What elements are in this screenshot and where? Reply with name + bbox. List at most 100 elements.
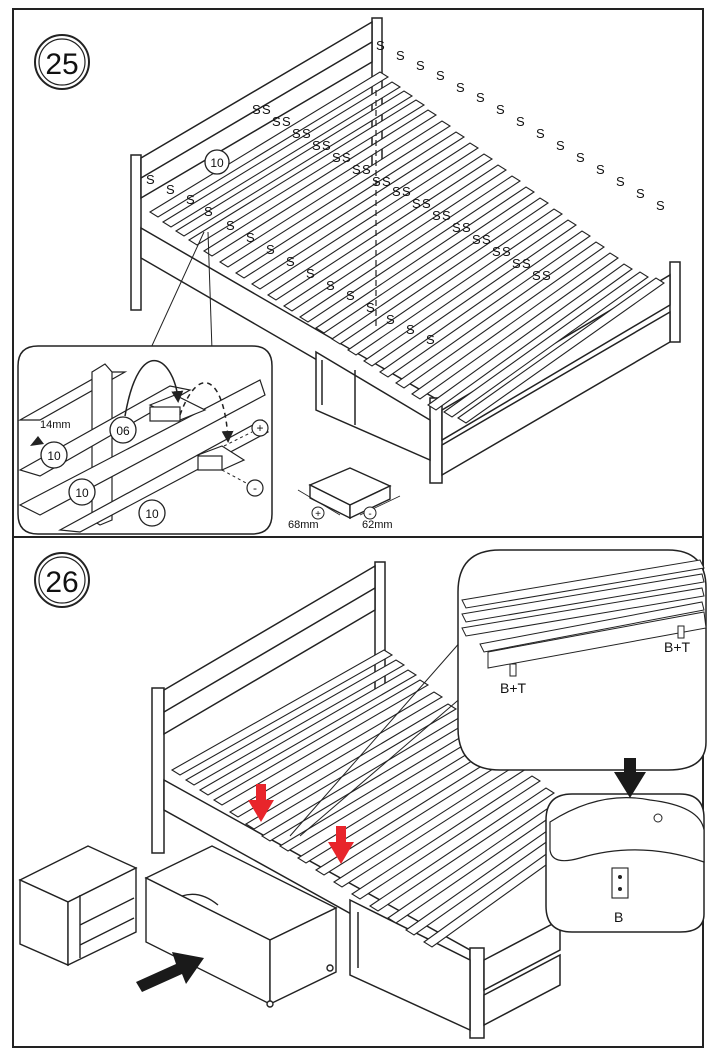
svg-text:S: S bbox=[556, 138, 565, 153]
svg-text:S: S bbox=[406, 322, 415, 337]
svg-text:S: S bbox=[522, 256, 531, 271]
svg-text:S: S bbox=[376, 38, 385, 53]
svg-text:S: S bbox=[322, 138, 331, 153]
svg-text:S: S bbox=[436, 68, 445, 83]
bracket-label-bottom: B bbox=[614, 909, 623, 925]
svg-text:S: S bbox=[512, 256, 521, 271]
svg-text:S: S bbox=[332, 150, 341, 165]
zoom-line-26a bbox=[299, 689, 471, 837]
svg-text:S: S bbox=[532, 268, 541, 283]
foot-post-left bbox=[429, 397, 443, 484]
svg-text:S: S bbox=[516, 114, 525, 129]
red-arrow-right bbox=[328, 826, 354, 864]
spacer-plus-size: 68mm bbox=[288, 519, 319, 531]
svg-text:10: 10 bbox=[47, 449, 61, 463]
headboard-post-left bbox=[130, 154, 142, 311]
detail-bubble-26-top: B+T B+T bbox=[457, 549, 707, 771]
headboard-post-left-26 bbox=[151, 687, 165, 854]
svg-text:10: 10 bbox=[75, 486, 89, 500]
bracket-label-right: B+T bbox=[664, 639, 691, 655]
nightstand bbox=[18, 845, 138, 967]
svg-text:S: S bbox=[262, 102, 271, 117]
svg-text:S: S bbox=[292, 126, 301, 141]
step-25: 25 bbox=[17, 17, 681, 535]
svg-text:S: S bbox=[536, 126, 545, 141]
red-arrow-left bbox=[248, 784, 274, 822]
spacer-block: + - 68mm 62mm bbox=[288, 467, 401, 531]
svg-text:S: S bbox=[656, 198, 665, 213]
svg-text:S: S bbox=[416, 58, 425, 73]
svg-text:S: S bbox=[306, 266, 315, 281]
detail-bubble-25: 06 10 10 10 14mm + - bbox=[17, 345, 273, 535]
svg-text:S: S bbox=[456, 80, 465, 95]
svg-text:10: 10 bbox=[210, 156, 224, 170]
svg-text:10: 10 bbox=[145, 507, 159, 521]
svg-text:S: S bbox=[204, 204, 213, 219]
svg-text:+: + bbox=[315, 509, 321, 520]
zoom-line-26b bbox=[289, 639, 463, 837]
svg-text:-: - bbox=[368, 509, 371, 520]
foot-post-right bbox=[669, 261, 681, 343]
svg-text:S: S bbox=[266, 242, 275, 257]
drawer bbox=[144, 845, 338, 1008]
svg-text:S: S bbox=[346, 288, 355, 303]
zoom-line-right bbox=[207, 231, 213, 351]
svg-text:S: S bbox=[452, 220, 461, 235]
svg-text:S: S bbox=[302, 126, 311, 141]
screw-labels-25: S S S S S S S S S S S S S S S S S S S S bbox=[146, 38, 665, 347]
step-25-number: 25 bbox=[45, 48, 78, 81]
svg-text:S: S bbox=[482, 232, 491, 247]
svg-text:S: S bbox=[596, 162, 605, 177]
down-arrow-detail bbox=[614, 758, 646, 798]
foot-post-26 bbox=[469, 947, 485, 1039]
svg-text:S: S bbox=[166, 182, 175, 197]
svg-text:S: S bbox=[492, 244, 501, 259]
svg-text:S: S bbox=[426, 332, 435, 347]
svg-text:S: S bbox=[502, 244, 511, 259]
bracket-label-left: B+T bbox=[500, 680, 527, 696]
svg-text:S: S bbox=[186, 192, 195, 207]
svg-text:S: S bbox=[252, 102, 261, 117]
svg-text:S: S bbox=[462, 220, 471, 235]
svg-text:+: + bbox=[256, 421, 263, 435]
svg-text:S: S bbox=[476, 90, 485, 105]
svg-text:S: S bbox=[422, 196, 431, 211]
svg-text:S: S bbox=[396, 48, 405, 63]
svg-text:S: S bbox=[616, 174, 625, 189]
svg-text:S: S bbox=[442, 208, 451, 223]
svg-text:S: S bbox=[312, 138, 321, 153]
svg-text:S: S bbox=[472, 232, 481, 247]
svg-text:S: S bbox=[282, 114, 291, 129]
svg-text:S: S bbox=[402, 184, 411, 199]
svg-text:S: S bbox=[226, 218, 235, 233]
svg-text:S: S bbox=[432, 208, 441, 223]
step-26-number: 26 bbox=[45, 566, 78, 599]
svg-text:S: S bbox=[146, 172, 155, 187]
step-26: 26 bbox=[18, 549, 707, 1039]
step-25-badge: 25 bbox=[34, 34, 90, 90]
svg-text:S: S bbox=[412, 196, 421, 211]
step-26-badge: 26 bbox=[34, 552, 90, 608]
svg-text:S: S bbox=[352, 162, 361, 177]
svg-text:S: S bbox=[362, 162, 371, 177]
slats-25 bbox=[148, 71, 665, 424]
svg-text:S: S bbox=[366, 300, 375, 315]
step-divider bbox=[14, 536, 704, 538]
svg-text:S: S bbox=[542, 268, 551, 283]
svg-text:S: S bbox=[392, 184, 401, 199]
slat-part-callout: 10 bbox=[204, 149, 230, 175]
push-arrow bbox=[136, 952, 204, 992]
bed-frame-25 bbox=[130, 17, 681, 484]
svg-text:S: S bbox=[272, 114, 281, 129]
svg-text:S: S bbox=[576, 150, 585, 165]
spacer-minus-size: 62mm bbox=[362, 519, 393, 531]
page-frame bbox=[12, 8, 704, 1048]
detail-bubble-26-bottom: B bbox=[545, 758, 705, 933]
svg-text:S: S bbox=[326, 278, 335, 293]
svg-text:S: S bbox=[342, 150, 351, 165]
gap-measure: 14mm bbox=[40, 419, 71, 431]
svg-text:S: S bbox=[286, 254, 295, 269]
svg-text:S: S bbox=[382, 174, 391, 189]
